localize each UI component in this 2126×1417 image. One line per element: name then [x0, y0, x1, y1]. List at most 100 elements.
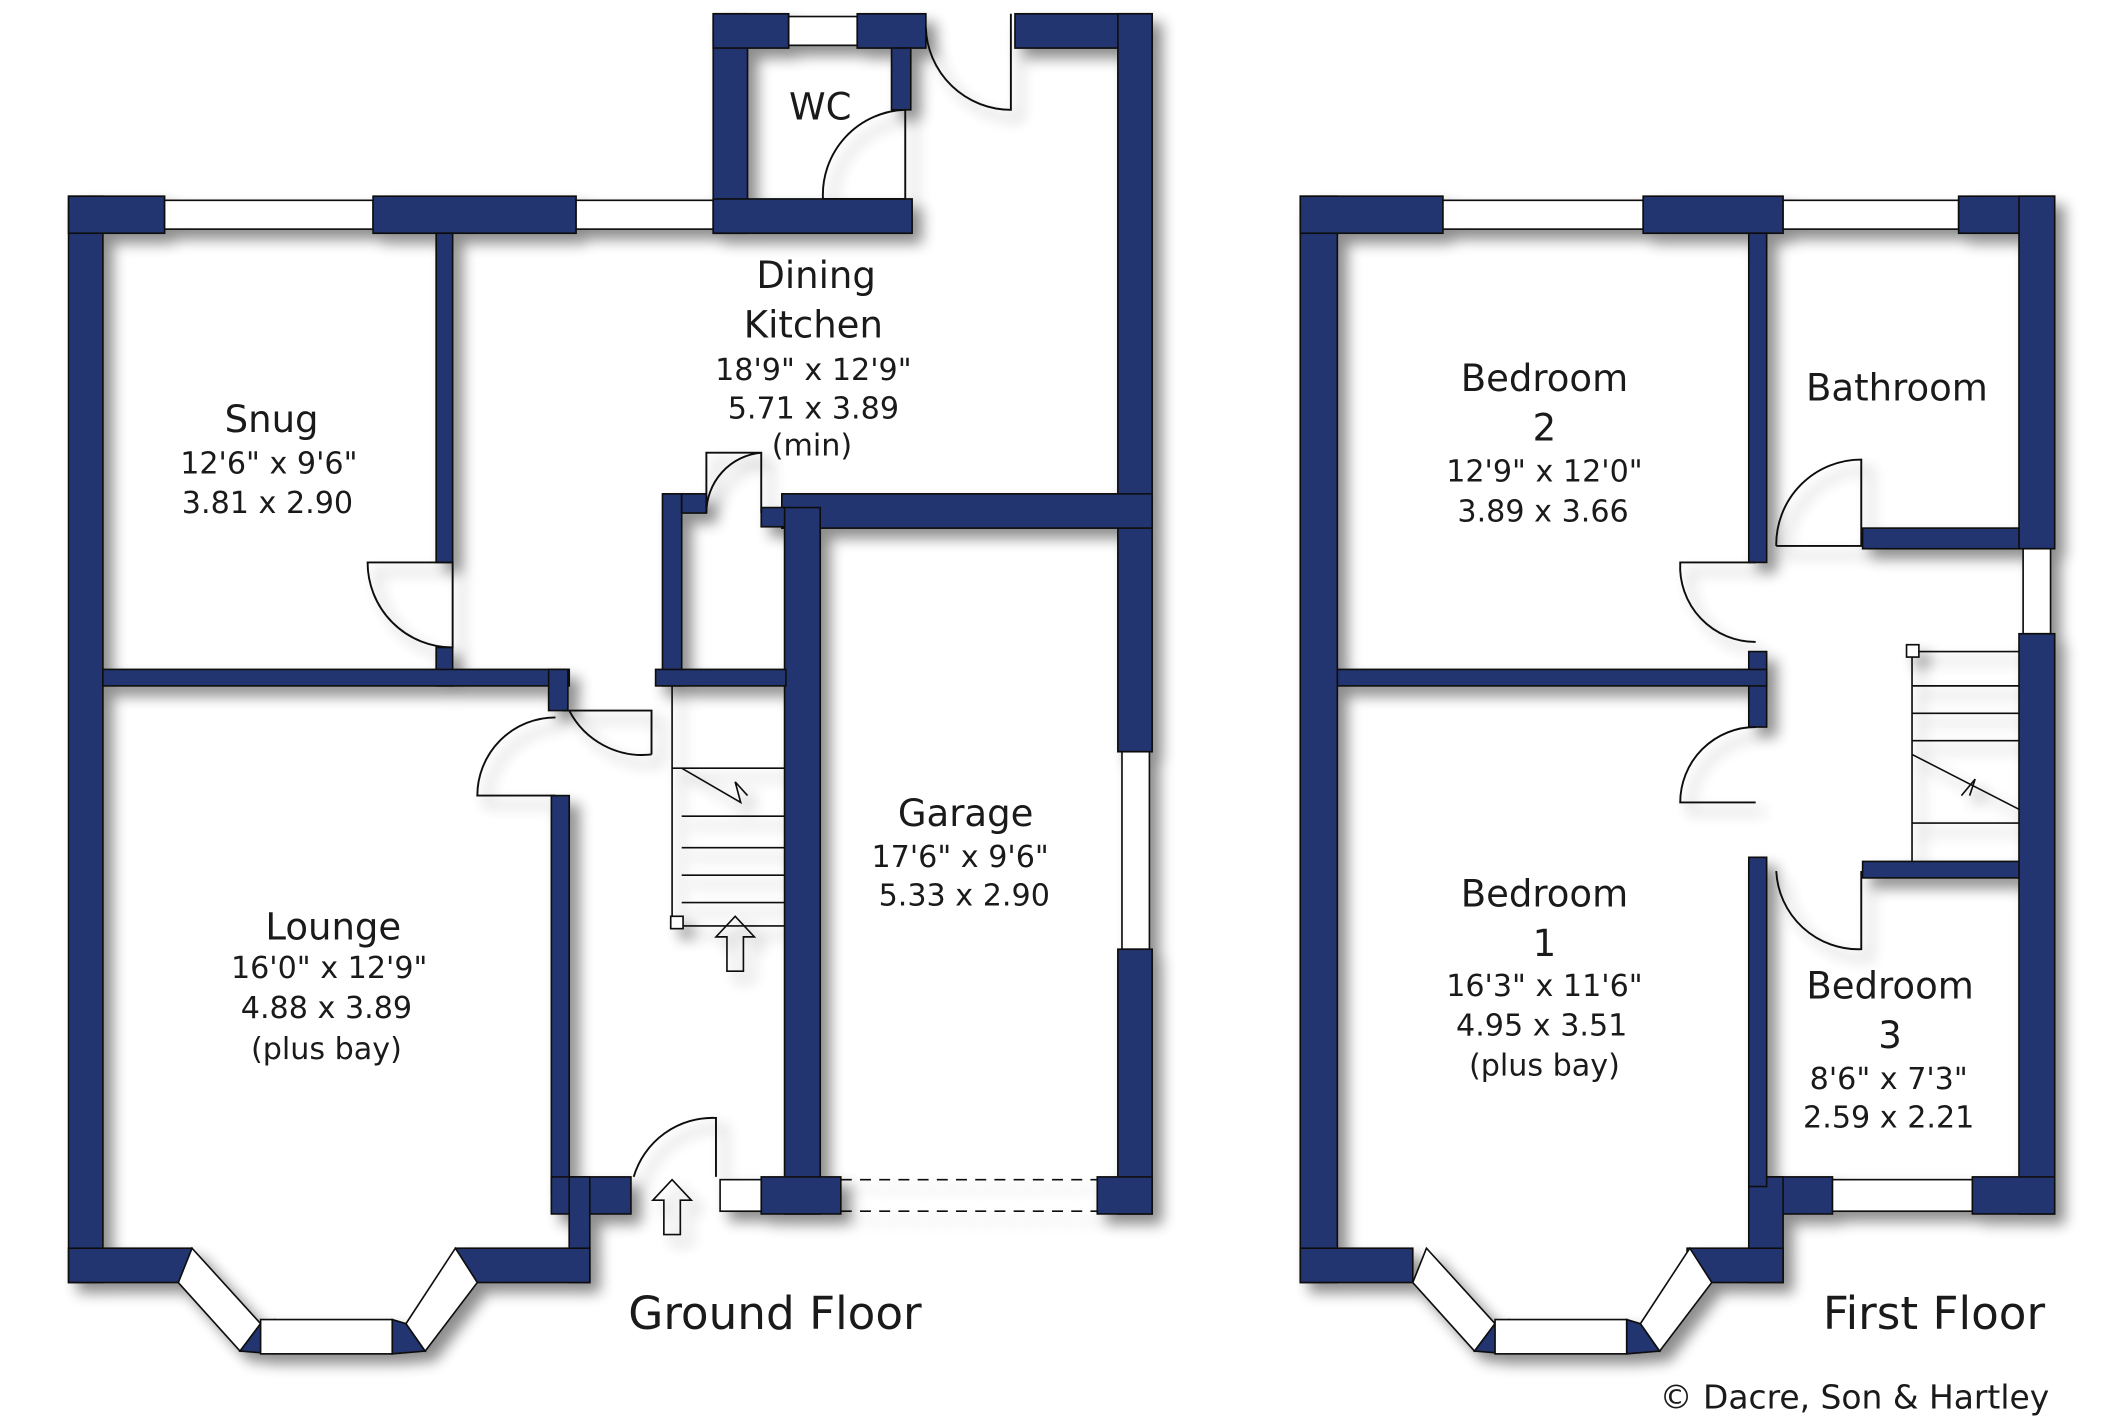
garage-name: Garage — [898, 792, 1034, 835]
wall — [661, 493, 683, 687]
window — [575, 199, 715, 230]
snug-name: Snug — [225, 398, 319, 441]
kitchen-imperial: 18'9" x 12'9" — [715, 353, 911, 388]
kitchen-name-1: Dining — [756, 254, 876, 297]
bedroom2-name-1: Bedroom — [1461, 357, 1628, 400]
door — [366, 561, 454, 649]
bedroom1-imperial: 16'3" x 11'6" — [1446, 969, 1642, 1004]
wall — [67, 195, 104, 1284]
wall — [550, 1176, 632, 1215]
wall — [435, 232, 454, 564]
wall — [454, 1247, 591, 1284]
wc-label: WC — [789, 85, 851, 128]
ground-floor-plan — [67, 12, 1153, 1355]
snug-imperial: 12'6" x 9'6" — [180, 446, 357, 481]
wall — [1299, 195, 1339, 1284]
bathroom-name: Bathroom — [1806, 367, 1988, 410]
snug-metric: 3.81 x 2.90 — [182, 486, 353, 521]
wall — [1861, 527, 2020, 550]
door — [1679, 561, 1756, 643]
wall — [547, 668, 569, 712]
window — [1494, 1318, 1628, 1355]
stairs — [1911, 650, 2020, 862]
wall — [760, 506, 786, 528]
bedroom1-metric: 4.95 x 3.51 — [1456, 1009, 1627, 1044]
wall — [712, 198, 913, 235]
wall — [1861, 860, 2020, 879]
wall — [712, 12, 749, 235]
garage-door-opening — [840, 1178, 1098, 1213]
window — [1411, 1246, 1497, 1353]
window — [1905, 643, 1920, 658]
arrow-up-icon — [714, 915, 757, 972]
window — [1831, 1178, 1974, 1213]
wall — [1117, 12, 1153, 753]
door — [821, 108, 907, 200]
lounge-imperial: 16'0" x 12'9" — [231, 951, 427, 986]
wall — [654, 668, 787, 687]
window — [1121, 750, 1151, 951]
wall — [1336, 668, 1768, 687]
wall — [1971, 1176, 2056, 1215]
bedroom3-name-2: 3 — [1878, 1014, 1902, 1057]
bedroom3-metric: 2.59 x 2.21 — [1803, 1101, 1974, 1136]
first-floor-title: First Floor — [1823, 1287, 2046, 1340]
bedroom3-name-1: Bedroom — [1806, 965, 1973, 1008]
wall — [2018, 195, 2056, 550]
wall — [680, 493, 708, 514]
wall — [856, 12, 927, 49]
bedroom2-imperial: 12'9" x 12'0" — [1446, 454, 1642, 489]
copyright: © Dacre, Son & Hartley — [1660, 1378, 2050, 1417]
door — [1775, 870, 1863, 951]
wall — [780, 493, 1153, 529]
door — [705, 451, 763, 514]
wall — [1299, 1247, 1414, 1284]
bedroom2-name-2: 2 — [1533, 406, 1557, 449]
wall — [67, 195, 166, 235]
wall — [1299, 195, 1444, 235]
door — [924, 13, 1012, 111]
ground-floor-title: Ground Floor — [628, 1287, 922, 1340]
window — [1442, 199, 1645, 230]
bedroom3-imperial: 8'6" x 7'3" — [1810, 1062, 1968, 1097]
window — [2022, 547, 2052, 635]
wall — [2018, 632, 2056, 1215]
stairs — [671, 685, 785, 927]
wall — [783, 506, 822, 1215]
wall — [1642, 195, 1784, 235]
door — [632, 1116, 717, 1178]
window — [405, 1246, 479, 1353]
wall — [1096, 1176, 1153, 1215]
wall — [712, 12, 790, 49]
bedroom2-metric: 3.89 x 3.66 — [1457, 494, 1628, 529]
door — [562, 709, 653, 756]
lounge-metric: 4.88 x 3.89 — [241, 991, 412, 1026]
bedroom1-name-2: 1 — [1533, 922, 1557, 965]
wall — [760, 1176, 842, 1215]
kitchen-metric: 5.71 x 3.89 — [728, 391, 899, 426]
kitchen-name-2: Kitchen — [744, 303, 883, 346]
window — [1782, 199, 1960, 230]
lounge-name: Lounge — [265, 906, 401, 949]
wall — [1747, 856, 1768, 1188]
wall — [67, 1247, 193, 1284]
wall — [550, 794, 571, 1195]
window — [177, 1246, 262, 1353]
window — [787, 15, 859, 47]
wall — [1117, 948, 1153, 1215]
door — [1679, 726, 1756, 804]
window — [719, 1178, 763, 1213]
door — [1775, 458, 1863, 547]
wall — [372, 195, 577, 235]
garage-metric: 5.33 x 2.90 — [879, 878, 1050, 913]
wall — [890, 47, 912, 111]
wall — [102, 668, 571, 687]
lounge-note: (plus bay) — [251, 1032, 402, 1067]
bedroom1-name-1: Bedroom — [1461, 873, 1628, 916]
wall — [1747, 232, 1768, 564]
bedroom1-note: (plus bay) — [1469, 1048, 1620, 1083]
wall — [1686, 1247, 1784, 1284]
garage-imperial: 17'6" x 9'6" — [871, 840, 1048, 875]
kitchen-note: (min) — [772, 428, 852, 463]
